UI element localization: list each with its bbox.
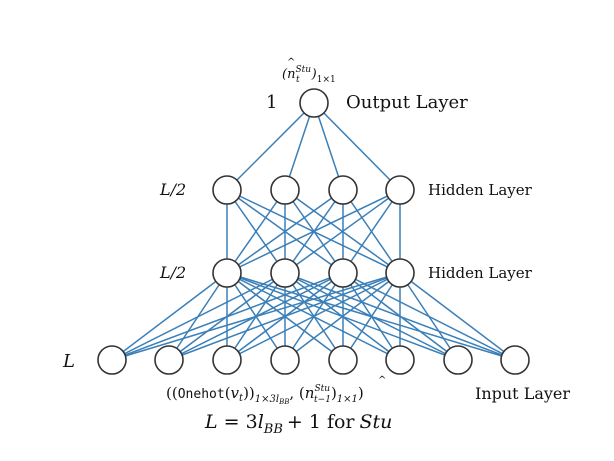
- edge-input-3-to-hidden2-0: [226, 272, 286, 361]
- edge-hidden2-3-to-hidden1-2: [342, 189, 401, 274]
- edge-hidden2-3-to-hidden1-0: [226, 189, 401, 274]
- edge-hidden1-1-to-output-0: [284, 102, 315, 191]
- hidden2-node-count: L/2: [159, 263, 186, 282]
- hidden2-node-0: [212, 258, 242, 288]
- edge-input-4-to-hidden2-0: [226, 272, 344, 361]
- input-shape-a: 1×3l: [255, 394, 279, 405]
- input-node-3: [270, 345, 300, 375]
- neuron-nodes: [97, 88, 530, 375]
- equation-rest: + 1 for: [287, 411, 356, 433]
- equation-eq: = 3: [224, 411, 258, 433]
- edge-input-7-to-hidden2-0: [226, 272, 516, 361]
- input-node-5: [385, 345, 415, 375]
- input-node-1: [154, 345, 184, 375]
- edge-input-5-to-hidden2-0: [226, 272, 401, 361]
- hidden1-node-2: [328, 175, 358, 205]
- edge-hidden2-3-to-hidden1-1: [284, 189, 401, 274]
- output-paren-close: ): [311, 67, 317, 82]
- equation-l: l: [258, 411, 264, 433]
- input-node-2: [212, 345, 242, 375]
- prev-sub: t−1: [314, 395, 331, 405]
- input-var: v: [231, 384, 240, 402]
- edge-hidden1-3-to-output-0: [313, 102, 401, 191]
- equation-l-sub: BB: [263, 422, 283, 437]
- prev-sup: Stu: [314, 384, 330, 394]
- output-node-count: 1: [266, 92, 277, 113]
- output-sub: t: [296, 75, 300, 85]
- prev-symbol: n: [305, 384, 315, 402]
- input-shape-b: 1×1: [337, 394, 358, 405]
- input-node-7: [500, 345, 530, 375]
- output-paren-open: (: [282, 67, 288, 82]
- output-layer-label: Output Layer: [346, 92, 468, 113]
- equation-stu: Stu: [360, 411, 393, 433]
- edge-input-7-to-hidden2-3: [399, 272, 516, 361]
- output-hat: ^: [287, 57, 295, 68]
- hidden2-node-1: [270, 258, 300, 288]
- edge-input-1-to-hidden2-0: [168, 272, 228, 361]
- edge-input-7-to-hidden2-1: [284, 272, 516, 361]
- hidden1-node-3: [385, 175, 415, 205]
- equation-lhs: L: [204, 411, 218, 433]
- hidden1-node-1: [270, 175, 300, 205]
- input-node-4: [328, 345, 358, 375]
- prev-hat: ^: [378, 375, 386, 386]
- edge-hidden2-2-to-hidden1-0: [226, 189, 344, 274]
- hidden1-node-0: [212, 175, 242, 205]
- edge-hidden1-2-to-output-0: [313, 102, 344, 191]
- edge-input-7-to-hidden2-2: [342, 272, 516, 361]
- edge-input-0-to-hidden2-0: [111, 272, 228, 361]
- connection-edges: [111, 102, 516, 361]
- input-shape-a-sub: BB: [278, 398, 289, 406]
- hidden1-layer-label: Hidden Layer: [428, 181, 533, 199]
- edge-hidden1-0-to-output-0: [226, 102, 315, 191]
- input-layer-label: Input Layer: [475, 384, 570, 403]
- onehot-label: Onehot: [178, 387, 225, 402]
- output-symbol: n: [287, 67, 295, 82]
- input-var-sub: t: [239, 393, 244, 404]
- output-shape: 1×1: [317, 75, 336, 85]
- input-node-6: [443, 345, 473, 375]
- input-node-0: [97, 345, 127, 375]
- input-node-count: L: [62, 351, 75, 372]
- output-node-0: [299, 88, 329, 118]
- output-sup: Stu: [295, 65, 311, 75]
- hidden1-node-count: L/2: [159, 180, 186, 199]
- edge-input-6-to-hidden2-0: [226, 272, 459, 361]
- hidden2-node-3: [385, 258, 415, 288]
- hidden2-layer-label: Hidden Layer: [428, 264, 533, 282]
- hidden2-node-2: [328, 258, 358, 288]
- edge-hidden2-1-to-hidden1-0: [226, 189, 286, 274]
